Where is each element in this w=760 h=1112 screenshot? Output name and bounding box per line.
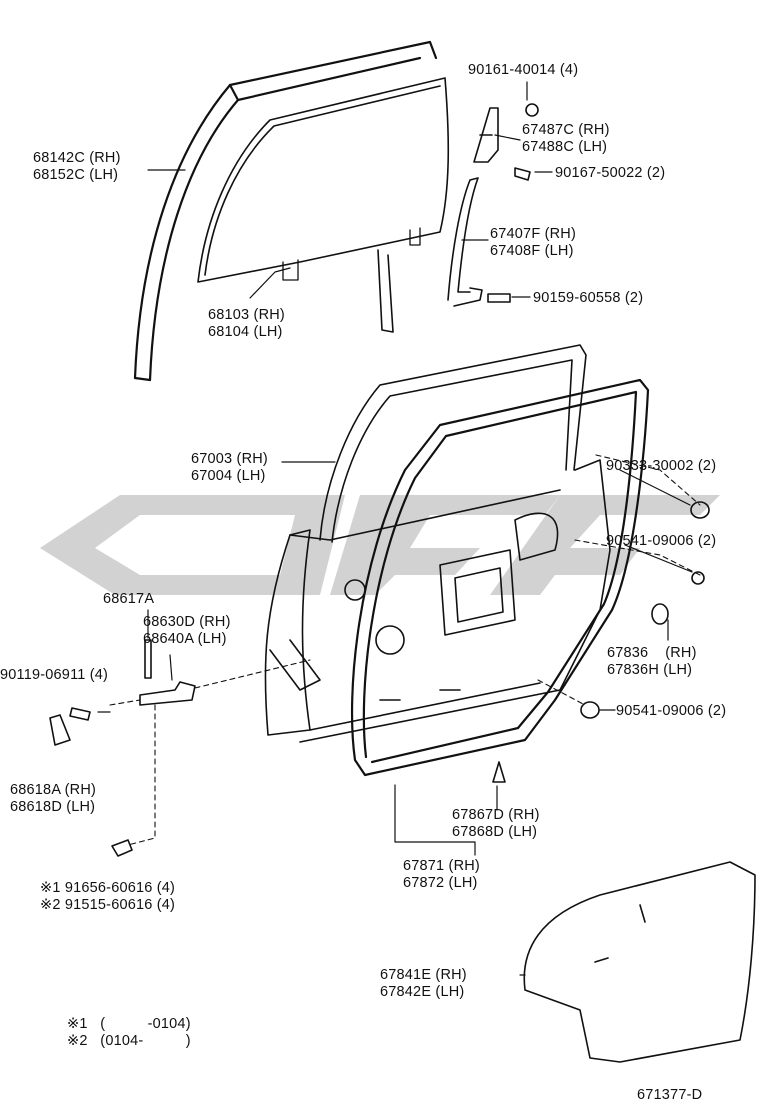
label-hole-plug-2: 90541-09006 (2)	[606, 533, 717, 549]
part-number-cover-sheet-lh: 67842E (LH)	[380, 984, 465, 1000]
part-number-run-channel-rh: 68142C (RH)	[33, 150, 121, 166]
label-clip: 67867D (RH) 67868D (LH)	[452, 807, 540, 841]
check-arm	[139, 681, 196, 706]
hole-plug-1	[690, 501, 710, 519]
part-number-clip-lh: 67868D (LH)	[452, 824, 538, 840]
label-cover: 67836 (RH) 67836H (LH)	[607, 645, 697, 679]
label-check-pin: 68617A	[103, 591, 155, 607]
door-glass	[197, 77, 450, 283]
part-number-check-bolt-1: ※1 91656-60616 (4)	[40, 880, 176, 896]
footnotes: ※1 ( -0104) ※2 (0104- )	[67, 1016, 191, 1050]
part-number-division-bar-lh: 67408F (LH)	[490, 243, 574, 259]
hinge-bolt	[69, 707, 91, 721]
label-hole-plug-1: 90333-30002 (2)	[606, 458, 717, 474]
part-number-door-panel-rh: 67003 (RH)	[191, 451, 268, 467]
part-number-glass-lh: 68104 (LH)	[208, 324, 283, 340]
label-hinge: 68618A (RH) 68618D (LH)	[10, 782, 96, 816]
check-pin	[144, 639, 152, 679]
dashed-leaders	[109, 454, 701, 846]
part-number-check-arm-lh: 68640A (LH)	[143, 631, 227, 647]
hinge	[49, 714, 71, 746]
label-screw-mid: 90167-50022 (2)	[555, 165, 666, 181]
part-number-glass-rh: 68103 (RH)	[208, 307, 285, 323]
window-bracket	[473, 107, 499, 163]
label-hole-plug-3: 90541-09006 (2)	[616, 703, 727, 719]
part-number-weatherstrip-lh: 67872 (LH)	[403, 875, 478, 891]
bolt-bar	[487, 293, 511, 303]
cover-67836	[651, 603, 669, 625]
label-bracket: 67487C (RH) 67488C (LH)	[522, 122, 610, 156]
part-number-cover-lh: 67836H (LH)	[607, 662, 693, 678]
check-bolt	[111, 839, 133, 857]
part-number-cover-sheet-rh: 67841E (RH)	[380, 967, 467, 983]
hole-plug-2	[691, 571, 705, 585]
part-number-check-arm-rh: 68630D (RH)	[143, 614, 231, 630]
division-bar	[447, 177, 483, 307]
label-glass: 68103 (RH) 68104 (LH)	[208, 307, 285, 341]
label-hinge-bolt: 90119-06911 (4)	[0, 667, 109, 683]
part-number-cover-rh: 67836 (RH)	[607, 645, 697, 661]
label-screw-top: 90161-40014 (4)	[468, 62, 579, 78]
screw-top	[525, 103, 539, 117]
figure-id: 671377-D	[637, 1087, 703, 1103]
screw-mid	[514, 167, 531, 181]
part-number-bracket-rh: 67487C (RH)	[522, 122, 610, 138]
part-number-hinge-rh: 68618A (RH)	[10, 782, 97, 798]
label-run-channel: 68142C (RH) 68152C (LH)	[33, 150, 121, 184]
part-number-division-bar-rh: 67407F (RH)	[490, 226, 577, 242]
footnote-2: ※2 (0104- )	[67, 1033, 191, 1049]
footnote-1: ※1 ( -0104)	[67, 1016, 191, 1032]
label-door-panel: 67003 (RH) 67004 (LH)	[191, 451, 268, 485]
label-check-arm: 68630D (RH) 68640A (LH)	[143, 614, 231, 648]
part-number-hinge-lh: 68618D (LH)	[10, 799, 96, 815]
leader-lines	[97, 81, 693, 976]
run-channel	[133, 40, 438, 382]
service-hole-cover	[523, 861, 756, 1063]
door-panel	[264, 344, 611, 743]
part-number-door-panel-lh: 67004 (LH)	[191, 468, 266, 484]
label-division-bar: 67407F (RH) 67408F (LH)	[490, 226, 576, 260]
part-number-clip-rh: 67867D (RH)	[452, 807, 540, 823]
part-number-check-bolt-2: ※2 91515-60616 (4)	[40, 897, 176, 913]
hole-plug-3	[580, 701, 600, 719]
clip-67867d	[492, 761, 506, 783]
watermark-logo	[40, 495, 720, 595]
rear-glass-channel	[377, 249, 394, 333]
label-weatherstrip: 67871 (RH) 67872 (LH)	[403, 858, 480, 892]
part-number-bracket-lh: 67488C (LH)	[522, 139, 608, 155]
label-bolt-bar: 90159-60558 (2)	[533, 290, 644, 306]
label-check-bolts: ※1 91656-60616 (4) ※2 91515-60616 (4)	[40, 880, 175, 914]
part-number-weatherstrip-rh: 67871 (RH)	[403, 858, 480, 874]
door-weatherstrip	[350, 378, 650, 777]
label-service-hole-cover: 67841E (RH) 67842E (LH)	[380, 967, 467, 1001]
part-number-run-channel-lh: 68152C (LH)	[33, 167, 119, 183]
